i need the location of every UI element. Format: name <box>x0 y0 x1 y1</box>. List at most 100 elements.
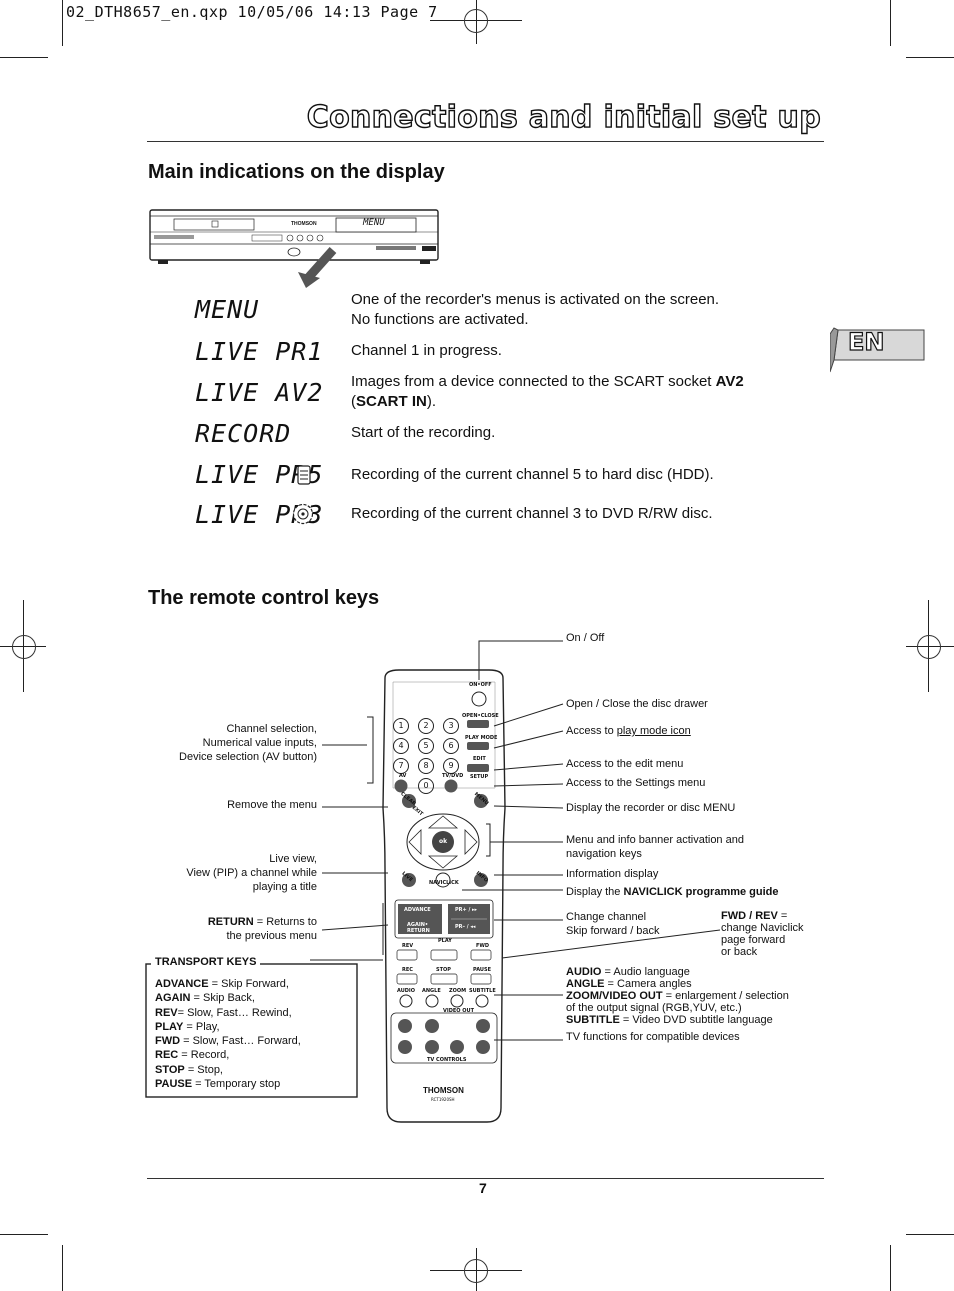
pr-plus-button[interactable]: PR+ / ▸▸ <box>455 907 478 913</box>
device-brand: THOMSON <box>291 221 317 227</box>
subtitle-button[interactable]: SUBTITLE <box>469 988 496 994</box>
digit-key-8[interactable]: 8 <box>418 758 434 774</box>
tv-dvd-button[interactable]: TV/DVD <box>442 773 464 779</box>
digit-key-5[interactable]: 5 <box>418 738 434 754</box>
stop-button[interactable]: STOP <box>436 967 451 973</box>
transport-item-pause: PAUSE = Temporary stop <box>155 1077 353 1091</box>
transport-key: REC <box>155 1049 179 1062</box>
change-channel-line1: Change channel <box>566 911 647 923</box>
open-close-label: Open / Close the disc drawer <box>566 698 708 710</box>
setup-button[interactable]: SETUP <box>470 774 489 780</box>
rec-button[interactable]: REC <box>402 967 413 973</box>
audio-angle-zoom-subtitle-label: AUDIO = Audio language ANGLE = Camera an… <box>566 966 789 1026</box>
recorder-front-panel: THOMSON MENU <box>148 208 440 288</box>
again-return-button[interactable]: AGAIN• RETURN <box>407 922 430 934</box>
angle-label-key: ANGLE <box>566 978 605 990</box>
digit-key-6[interactable]: 6 <box>443 738 459 754</box>
audio-button[interactable]: AUDIO <box>397 988 416 994</box>
naviclick-button[interactable]: NAVICLICK <box>429 880 459 886</box>
play-mode-button[interactable]: PLAY MODE <box>465 735 498 741</box>
lcd-live-av2: LIVE AV2 <box>195 378 324 407</box>
zoom-button[interactable]: ZOOM <box>449 988 467 994</box>
open-close-button[interactable]: OPEN•CLOSE <box>462 713 499 719</box>
digit-key-7[interactable]: 7 <box>393 758 409 774</box>
digit-key-3[interactable]: 3 <box>443 718 459 734</box>
advance-button[interactable]: ADVANCE <box>404 907 431 913</box>
digit-key-9[interactable]: 9 <box>443 758 459 774</box>
transport-item-play: PLAY = Play, <box>155 1020 353 1034</box>
transport-keys-heading: TRANSPORT KEYS <box>155 956 257 968</box>
pr-minus-button[interactable]: PR– / ◂◂ <box>455 924 476 930</box>
lcd-record: RECORD <box>195 419 292 448</box>
title-rule <box>147 141 824 142</box>
transport-key: REV <box>155 1006 178 1019</box>
digit-key-2[interactable]: 2 <box>418 718 434 734</box>
lcd-menu: MENU <box>195 295 260 324</box>
digit-keypad: 1 2 3 4 5 6 7 8 9 0 <box>393 718 469 796</box>
digit-key-4[interactable]: 4 <box>393 738 409 754</box>
digit-key-0[interactable]: 0 <box>418 778 434 794</box>
on-off-button[interactable]: ON•OFF <box>469 682 492 688</box>
change-channel-line2: Skip forward / back <box>566 925 660 937</box>
naviclick-label-bold: NAVICLICK programme guide <box>623 886 779 898</box>
angle-button[interactable]: ANGLE <box>422 988 441 994</box>
desc-menu: One of the recorder's menus is activated… <box>351 290 719 330</box>
edit-button[interactable]: EDIT <box>473 756 486 762</box>
transport-text: = Record, <box>178 1049 230 1062</box>
transport-text: = Skip Forward, <box>208 978 289 990</box>
desc-live-pr3: Recording of the current channel 3 to DV… <box>351 505 713 522</box>
remote-section-heading: The remote control keys <box>148 587 380 609</box>
info-display-label: Information display <box>566 868 659 880</box>
transport-key: STOP <box>155 1063 185 1076</box>
live-label-line1: Live view, <box>269 853 317 865</box>
fwd-rev-label: FWD / REV = change Naviclick page forwar… <box>721 910 804 958</box>
play-mode-label: Access to play mode icon <box>566 724 691 738</box>
tv-functions-label: TV functions for compatible devices <box>566 1031 740 1043</box>
play-button[interactable]: PLAY <box>438 938 452 944</box>
pause-button[interactable]: PAUSE <box>473 967 491 973</box>
digit-key-1[interactable]: 1 <box>393 718 409 734</box>
rev-button[interactable]: REV <box>402 943 414 949</box>
hdd-icon <box>297 465 311 489</box>
subtitle-label-text: = Video DVD subtitle language <box>619 1014 773 1026</box>
transport-key: PAUSE <box>155 1078 193 1091</box>
language-tab: EN <box>829 320 925 374</box>
zoom-label-text: = enlargement / selection <box>662 990 789 1002</box>
navigation-keys-label: Menu and info banner activation and navi… <box>566 833 744 861</box>
subtitle-label-key: SUBTITLE <box>566 1014 620 1026</box>
live-label-line3: playing a title <box>252 881 317 893</box>
page-number: 7 <box>479 1180 487 1196</box>
audio-label-key: AUDIO <box>566 966 602 978</box>
channel-selection-line1: Channel selection, <box>226 723 317 735</box>
remote-brand: THOMSON <box>423 1086 464 1095</box>
language-label: EN <box>847 327 885 356</box>
transport-item-stop: STOP = Stop, <box>155 1063 353 1077</box>
naviclick-label: Display the NAVICLICK programme guide <box>566 885 779 899</box>
lcd-live-pr1: LIVE PR1 <box>195 337 324 366</box>
fwd-rev-line2: change Naviclick <box>721 922 804 934</box>
transport-text: = Stop, <box>184 1063 223 1076</box>
transport-item-advance: ADVANCE = Skip Forward, <box>155 977 353 991</box>
navigation-keys-line2: navigation keys <box>566 848 642 860</box>
channel-selection-label: Channel selection, Numerical value input… <box>160 722 317 764</box>
file-header: 02_DTH8657_en.qxp 10/05/06 14:13 Page 7 <box>66 3 438 21</box>
navigation-keys-line1: Menu and info banner activation and <box>566 834 744 846</box>
transport-text: = Slow, Fast… Forward, <box>180 1035 301 1048</box>
transport-text: = Skip Back, <box>190 992 255 1005</box>
remote-control: 1 2 3 4 5 6 7 8 9 0 ON•OFF OPEN•CLOSE PL… <box>379 668 509 1124</box>
fwd-button[interactable]: FWD <box>476 943 490 949</box>
av-button[interactable]: AV <box>399 773 407 779</box>
return-label-line2: the previous menu <box>226 930 318 942</box>
desc-av2-socket: AV2 <box>715 373 744 390</box>
device-display-text: MENU <box>363 218 385 228</box>
transport-item-rev: REV= Slow, Fast… Rewind, <box>155 1006 353 1020</box>
channel-selection-line2: Numerical value inputs, <box>202 737 317 749</box>
transport-keys-title: TRANSPORT KEYS <box>151 955 261 970</box>
transport-item-again: AGAIN = Skip Back, <box>155 991 353 1005</box>
ok-button[interactable]: ok <box>439 838 448 845</box>
return-label: RETURN = Returns to the previous menu <box>160 915 317 943</box>
transport-text: = Play, <box>183 1020 220 1033</box>
fwd-rev-line4: or back <box>721 946 758 958</box>
transport-key: AGAIN <box>155 992 191 1005</box>
